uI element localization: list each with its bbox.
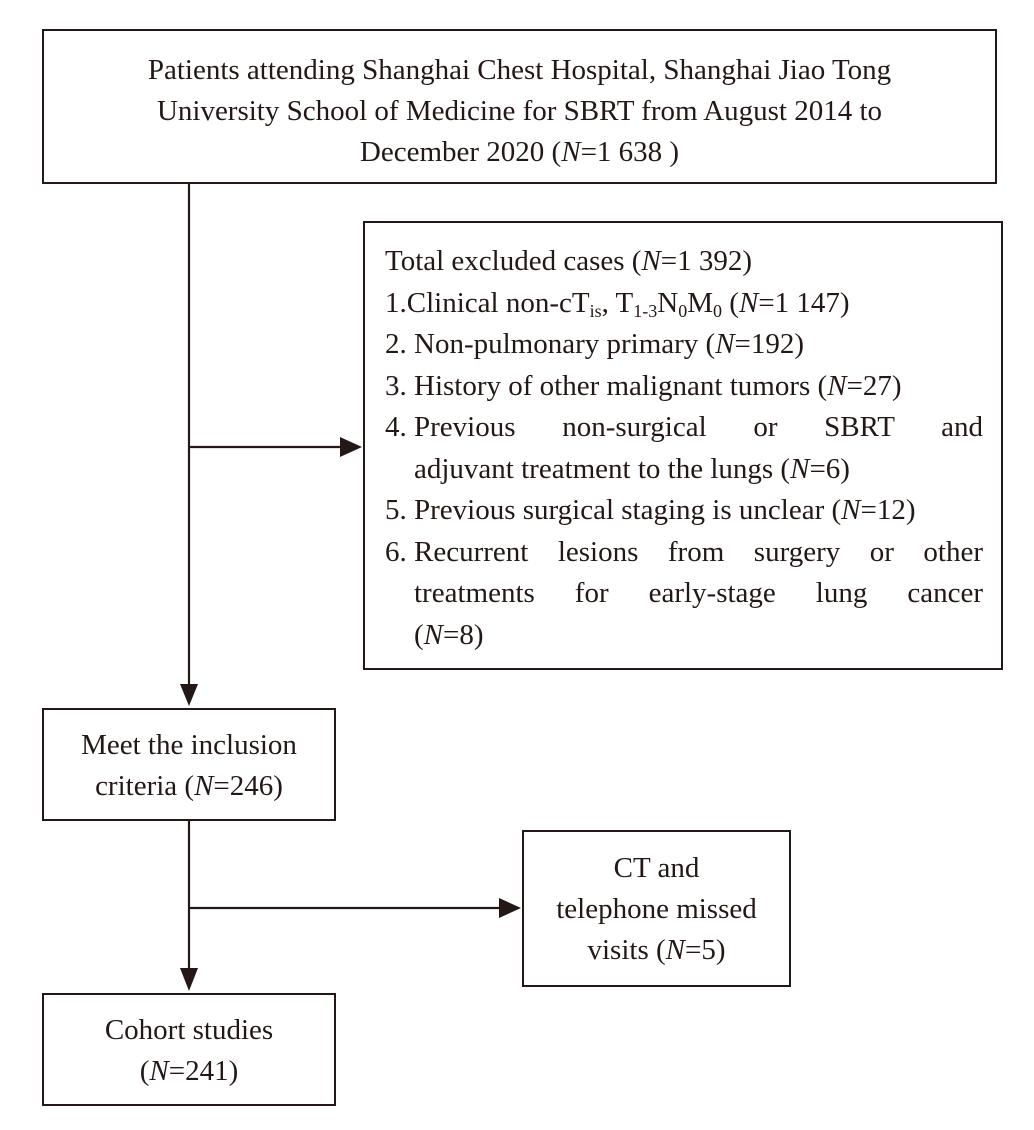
start-line-2: University School of Medicine for SBRT f…: [156, 95, 883, 127]
item-1-text-d: M: [687, 286, 714, 319]
excluded-item-2: 2. Non-pulmonary primary (N=192): [385, 324, 983, 366]
missed-line-2: telephone missed: [556, 893, 757, 925]
excluded-cases-box: Total excluded cases (N=1 392) 1.Clinica…: [363, 221, 1003, 670]
excluded-total-count: =1 392): [660, 245, 753, 277]
excluded-item-5: 5. Previous surgical staging is unclear …: [385, 490, 983, 532]
start-line-3: December 2020 (N=1 638 ): [44, 132, 995, 173]
item-1-text-a: Clinical non-cT: [406, 286, 590, 319]
item-1-text-b: , T: [601, 286, 634, 319]
n-symbol: N: [841, 494, 861, 526]
arrowhead-to-cohort: [180, 968, 198, 991]
item-6-body: Recurrent lesions from surgery or other …: [414, 532, 983, 657]
inclusion-line-2: criteria (N=246): [44, 766, 334, 807]
item-1-count: =1 147): [758, 286, 850, 319]
inclusion-count: =246): [213, 770, 283, 802]
cohort-studies-box: Cohort studies (N=241): [42, 993, 336, 1106]
patients-attending-box: Patients attending Shanghai Chest Hospit…: [42, 29, 997, 184]
item-5-text: Previous surgical staging is unclear (: [414, 494, 842, 526]
cohort-line-2: (N=241): [44, 1051, 334, 1092]
missed-line-1: CT and: [613, 852, 700, 884]
item-1-sub-c: 0: [678, 300, 688, 321]
n-symbol: N: [715, 328, 735, 360]
item-4-line-1: Previous non-surgical or SBRT and: [414, 411, 983, 443]
item-6-line-2: treatments for early-stage lung cancer: [414, 577, 983, 609]
item-5-count: =12): [860, 494, 916, 526]
n-symbol: N: [561, 136, 581, 168]
cohort-count: =241): [168, 1055, 239, 1087]
inclusion-criteria-box: Meet the inclusion criteria (N=246): [42, 708, 336, 821]
item-number: 3.: [385, 369, 414, 402]
excluded-title: Total excluded cases (N=1 392): [385, 241, 983, 283]
excluded-item-1: 1.Clinical non-cTis, T1-3N0M0 (N=1 147): [385, 283, 983, 325]
inclusion-line-1: Meet the inclusion: [81, 729, 297, 761]
n-symbol: N: [738, 286, 759, 319]
arrowhead-to-excluded: [340, 437, 362, 457]
missed-visits-box: CT and telephone missed visits (N=5): [522, 830, 791, 987]
missed-count: =5): [684, 934, 726, 966]
start-line-1: Patients attending Shanghai Chest Hospit…: [147, 54, 892, 86]
inclusion-line-2-text: criteria (: [95, 770, 195, 802]
item-number: 6.: [385, 535, 414, 568]
item-4-count: =6): [809, 452, 850, 485]
item-6-line-3-text: (: [414, 618, 424, 651]
n-symbol: N: [641, 245, 661, 277]
item-number: 4.: [385, 411, 414, 443]
n-symbol: N: [665, 934, 685, 966]
excluded-title-text: Total excluded cases (: [385, 245, 642, 277]
n-symbol: N: [423, 618, 444, 651]
item-6-count: =8): [443, 618, 484, 651]
item-number: 5.: [385, 494, 414, 526]
excluded-item-4: 4. Previous non-surgical or SBRT and adj…: [385, 407, 983, 490]
start-count: =1 638 ): [580, 136, 680, 168]
item-4-body: Previous non-surgical or SBRT and adjuva…: [414, 407, 983, 490]
item-4-line-2: adjuvant treatment to the lungs (N=6): [414, 449, 983, 491]
n-symbol: N: [194, 770, 214, 802]
item-1-text-c: N: [657, 286, 679, 319]
n-symbol: N: [790, 452, 810, 485]
item-6-line-1: Recurrent lesions from surgery or other: [414, 535, 983, 568]
arrowhead-to-inclusion: [180, 684, 198, 706]
missed-line-3: visits (N=5): [524, 930, 789, 971]
missed-line-3-text: visits (: [587, 934, 666, 966]
n-symbol: N: [827, 369, 847, 402]
item-3-text: History of other malignant tumors (: [414, 369, 828, 402]
item-number: 2.: [385, 328, 414, 360]
item-3-count: =27): [846, 369, 902, 402]
n-symbol: N: [149, 1055, 169, 1087]
excluded-item-6: 6. Recurrent lesions from surgery or oth…: [385, 532, 983, 657]
cohort-line-1: Cohort studies: [104, 1014, 274, 1046]
item-6-line-3: (N=8): [414, 615, 983, 657]
arrowhead-to-missed: [499, 898, 521, 918]
item-4-line-2-text: adjuvant treatment to the lungs (: [414, 452, 791, 485]
excluded-item-3: 3. History of other malignant tumors (N=…: [385, 366, 983, 408]
start-line-3-text: December 2020 (: [359, 136, 562, 168]
item-1-sub-b: 1-3: [633, 300, 658, 321]
item-1-sub-a: is: [589, 300, 602, 321]
item-2-count: =192): [734, 328, 805, 360]
item-1-text-e: (: [722, 286, 739, 319]
item-2-text: Non-pulmonary primary (: [414, 328, 716, 360]
item-1-sub-d: 0: [713, 300, 723, 321]
item-number: 1.: [385, 286, 407, 319]
cohort-line-2-text: (: [139, 1055, 150, 1087]
